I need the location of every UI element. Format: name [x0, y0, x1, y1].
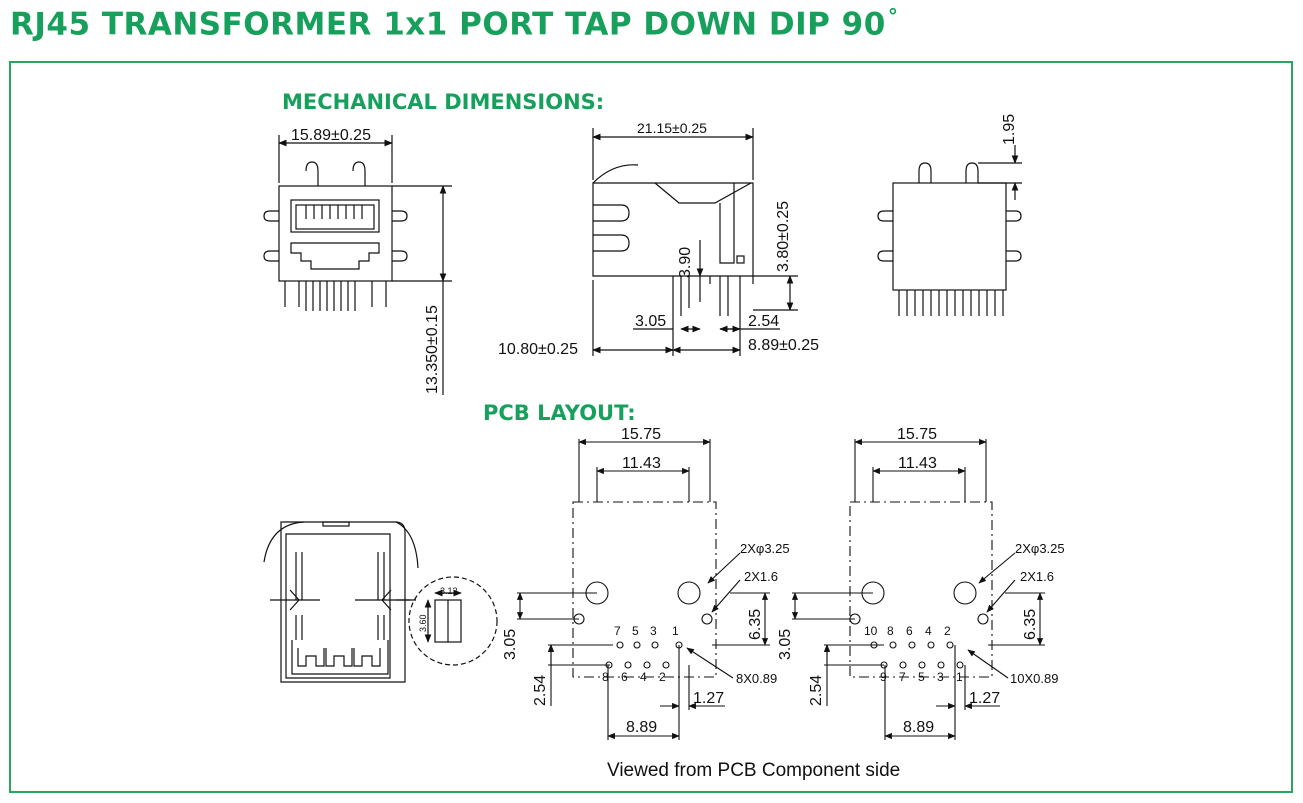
- pcb-right-inner-width: 11.43: [898, 455, 937, 472]
- degree-symbol: °: [887, 4, 899, 28]
- dim-pin-gap: 3.05: [635, 313, 666, 330]
- pcb-left-inner-width: 11.43: [622, 455, 661, 472]
- dim-front-width: 15.89±0.25: [291, 127, 371, 144]
- back-view: [877, 145, 1022, 316]
- pcb-left-outer-width: 15.75: [621, 426, 661, 443]
- pin-label: 1: [672, 624, 679, 638]
- pcb-left-dim-635: 6.35: [747, 609, 764, 640]
- pin-label: 3: [937, 670, 944, 684]
- dim-pin-span: 8.89±0.25: [748, 337, 819, 354]
- page-title: RJ45 TRANSFORMER 1x1 PORT TAP DOWN DIP 9…: [10, 4, 899, 43]
- pcb-layout-heading: PCB LAYOUT:: [483, 401, 636, 425]
- detail-height: 3.60: [418, 614, 428, 632]
- pcb-left-dim-889: 8.89: [626, 719, 657, 736]
- dim-side-length: 21.15±0.25: [637, 120, 707, 136]
- pcb-right-dim-305: 3.05: [777, 629, 794, 660]
- pin-label: 3: [650, 624, 657, 638]
- pcb-right-large-hole: 2Xφ3.25: [1015, 541, 1065, 556]
- pcb-left-large-hole: 2Xφ3.25: [740, 541, 790, 556]
- pcb-left-dim-127: 1.27: [693, 690, 724, 707]
- dim-pin-height: 3.90: [677, 247, 694, 278]
- pcb-right-dim-254: 2.54: [808, 675, 825, 706]
- pcb-right-pin-count: 10X0.89: [1010, 671, 1058, 686]
- pcb-view-caption: Viewed from PCB Component side: [607, 760, 901, 781]
- pin-label: 6: [906, 624, 913, 638]
- dim-front-height: 13.350±0.15: [424, 305, 441, 394]
- pin-label: 6: [621, 670, 628, 684]
- cross-section-view: [263, 521, 498, 683]
- pcb-left-dim-305: 3.05: [502, 629, 519, 660]
- pin-label: 5: [632, 624, 639, 638]
- pcb-right-dim-127: 1.27: [969, 690, 1000, 707]
- pcb-layout-left: [516, 438, 770, 740]
- pcb-left-small-hole: 2X1.6: [744, 569, 778, 584]
- pcb-right-dim-889: 8.89: [903, 719, 934, 736]
- pcb-left-dim-254: 2.54: [532, 675, 549, 706]
- drawing-frame: [9, 61, 1293, 793]
- pin-label: 9: [880, 670, 887, 684]
- pin-label: 8: [887, 624, 894, 638]
- side-view: [592, 128, 798, 356]
- pin-label: 10: [864, 624, 878, 638]
- pin-label: 5: [918, 670, 925, 684]
- pcb-right-dim-635: 6.35: [1022, 609, 1039, 640]
- pin-label: 4: [640, 670, 647, 684]
- detail-width: 3.12: [440, 586, 458, 596]
- pin-label: 7: [899, 670, 906, 684]
- pcb-right-outer-width: 15.75: [897, 426, 937, 443]
- mechanical-dimensions-heading: MECHANICAL DIMENSIONS:: [282, 90, 605, 114]
- dim-pin-pitch: 2.54: [748, 313, 779, 330]
- dim-back-peg: 1.95: [1001, 114, 1018, 145]
- pcb-left-pin-labels: 7 5 3 1 8 6 4 2: [602, 624, 679, 684]
- pcb-right-small-hole: 2X1.6: [1020, 569, 1054, 584]
- dim-offset-left: 10.80±0.25: [498, 341, 578, 358]
- pcb-right-pin-labels: 10 8 6 4 2 9 7 5 3 1: [864, 624, 963, 684]
- pin-label: 7: [614, 624, 621, 638]
- dim-side-height: 3.80±0.25: [775, 201, 792, 272]
- pcb-left-pin-count: 8X0.89: [736, 671, 777, 686]
- front-view: [263, 135, 452, 395]
- pin-label: 2: [944, 624, 951, 638]
- pin-label: 8: [602, 670, 609, 684]
- pin-label: 1: [956, 670, 963, 684]
- pin-label: 4: [925, 624, 932, 638]
- pcb-layout-right: [791, 438, 1045, 740]
- pin-label: 2: [659, 670, 666, 684]
